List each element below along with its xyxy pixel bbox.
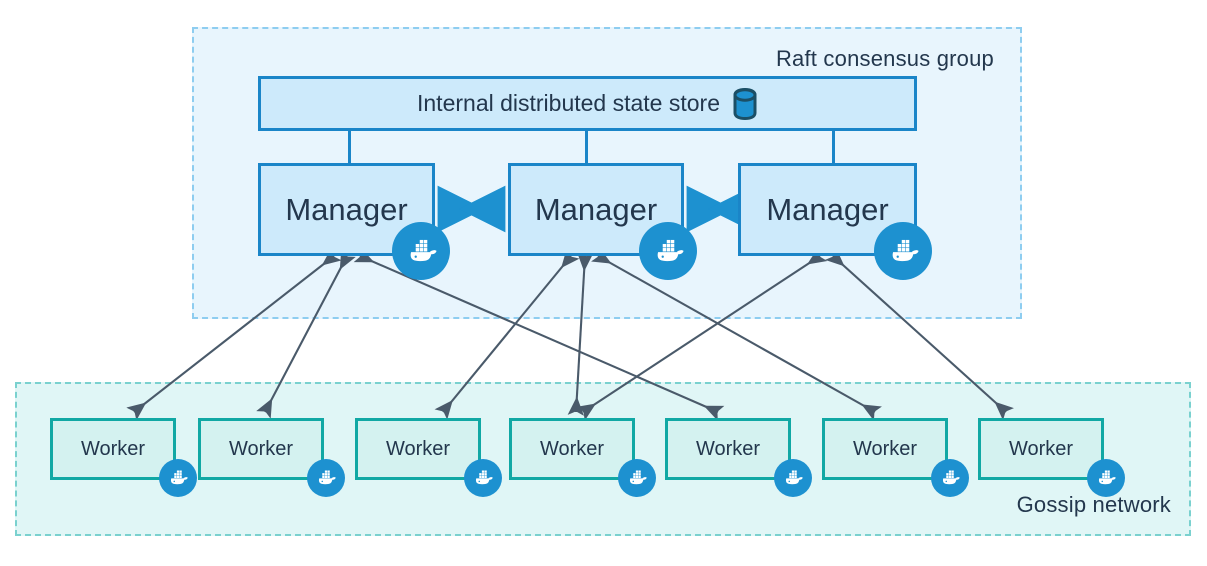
raft-group-label: Raft consensus group xyxy=(775,46,994,71)
docker-whale-icon-worker-2 xyxy=(464,459,502,497)
docker-whale-glyph xyxy=(785,470,803,485)
docker-whale-glyph xyxy=(410,239,437,261)
worker-node-6[interactable]: Worker xyxy=(978,418,1104,480)
docker-whale-icon-manager-1 xyxy=(639,222,697,280)
docker-whale-glyph xyxy=(1098,470,1116,485)
worker-label: Worker xyxy=(228,437,294,460)
internal-distributed-state-store[interactable]: Internal distributed state store xyxy=(258,76,917,131)
manager-label: Manager xyxy=(534,191,658,227)
docker-whale-icon-worker-3 xyxy=(618,459,656,497)
docker-whale-glyph xyxy=(170,470,188,485)
database-cylinder-icon xyxy=(733,87,757,120)
gossip-group-label: Gossip network xyxy=(1016,492,1171,517)
state-store-content: Internal distributed state store xyxy=(417,87,758,120)
docker-whale-glyph xyxy=(629,470,647,485)
docker-whale-glyph xyxy=(318,470,336,485)
state-store-stub-1 xyxy=(585,131,588,164)
worker-label: Worker xyxy=(852,437,918,460)
state-store-stub-0 xyxy=(348,131,351,164)
worker-label: Worker xyxy=(385,437,451,460)
docker-whale-icon-worker-6 xyxy=(1087,459,1125,497)
worker-label: Worker xyxy=(1008,437,1074,460)
worker-node-5[interactable]: Worker xyxy=(822,418,948,480)
docker-whale-glyph xyxy=(942,470,960,485)
worker-node-1[interactable]: Worker xyxy=(198,418,324,480)
docker-whale-icon-manager-2 xyxy=(874,222,932,280)
worker-node-3[interactable]: Worker xyxy=(509,418,635,480)
manager-label: Manager xyxy=(766,191,889,227)
docker-whale-icon-worker-1 xyxy=(307,459,345,497)
worker-label: Worker xyxy=(695,437,761,460)
state-store-stub-2 xyxy=(832,131,835,164)
worker-label: Worker xyxy=(539,437,605,460)
worker-node-0[interactable]: Worker xyxy=(50,418,176,480)
docker-whale-icon-worker-0 xyxy=(159,459,197,497)
worker-node-2[interactable]: Worker xyxy=(355,418,481,480)
docker-whale-icon-worker-4 xyxy=(774,459,812,497)
docker-whale-glyph xyxy=(475,470,493,485)
docker-whale-icon-manager-0 xyxy=(392,222,450,280)
worker-label: Worker xyxy=(80,437,146,460)
manager-label: Manager xyxy=(285,191,408,227)
worker-node-4[interactable]: Worker xyxy=(665,418,791,480)
docker-whale-glyph xyxy=(892,239,919,261)
state-store-label: Internal distributed state store xyxy=(417,90,720,116)
docker-whale-icon-worker-5 xyxy=(931,459,969,497)
docker-whale-glyph xyxy=(657,239,684,261)
